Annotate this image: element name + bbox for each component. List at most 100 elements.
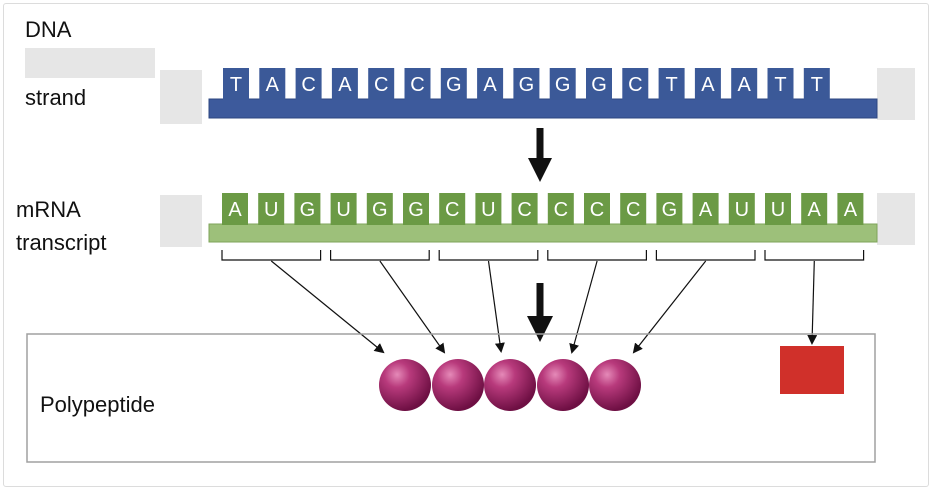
dna-base [549, 68, 576, 100]
mrna-label-line2: transcript [16, 230, 107, 255]
dna-base-letter: A [483, 74, 497, 96]
dna-label-line1: DNA [25, 17, 72, 42]
mrna-base [366, 193, 393, 225]
dna-base-letter: G [555, 74, 571, 96]
mrna-base [475, 193, 502, 225]
dna-base [295, 68, 322, 100]
mrna-backbone [208, 223, 878, 243]
dna-label-line2: strand [25, 85, 87, 110]
dna-base [368, 68, 395, 100]
mrna-base [258, 193, 285, 225]
polypeptide-label: Polypeptide [40, 392, 155, 417]
mrna-base-letter: G [300, 199, 316, 221]
dna-left-blank[interactable] [160, 70, 202, 124]
translation-arrow [527, 283, 553, 342]
dna-base-letter: A [738, 74, 752, 96]
polypeptide-chain [379, 359, 641, 411]
mrna-base [656, 193, 683, 225]
dna-base [477, 68, 504, 100]
mrna-base-letter: C [590, 199, 604, 221]
codon-bracket [547, 250, 647, 261]
mrna-base-letter: U [264, 199, 278, 221]
mrna-base [294, 193, 321, 225]
mrna-base [837, 193, 864, 225]
mrna-right-blank[interactable] [877, 193, 915, 245]
mrna-base [692, 193, 719, 225]
dna-base [223, 68, 249, 100]
dna-base-letter: A [266, 74, 280, 96]
mrna-base [620, 193, 647, 225]
mrna-left-blank[interactable] [160, 195, 202, 247]
dna-base-letter: A [338, 74, 352, 96]
dna-base [513, 68, 540, 100]
dna-base [803, 68, 830, 100]
codon-bracket [221, 250, 322, 261]
codon-arrow [379, 260, 446, 354]
mrna-base-letter: C [626, 199, 640, 221]
dna-base-letter: A [701, 74, 715, 96]
amino-acid-bead [484, 359, 536, 411]
dna-base [767, 68, 794, 100]
codon-arrow [807, 260, 818, 345]
amino-acid-bead [589, 359, 641, 411]
mrna-base [584, 193, 610, 225]
amino-acid-bead [432, 359, 484, 411]
mrna-label-line1: mRNA [16, 197, 81, 222]
mrna-base [547, 193, 574, 225]
dna-backbone [208, 98, 878, 119]
dna-base [404, 68, 431, 100]
mrna-base [765, 193, 791, 225]
codon-arrow [270, 260, 385, 354]
dna-base [440, 68, 467, 100]
mrna-base-letter: A [699, 199, 713, 221]
dna-base [259, 68, 286, 100]
dna-base [586, 68, 612, 100]
mrna-base-letter: G [372, 199, 388, 221]
codon-bracket [438, 250, 539, 261]
dna-base [331, 68, 358, 100]
mrna-base-letter: C [517, 199, 531, 221]
dna-base-letter: C [410, 74, 424, 96]
dna-base [658, 68, 685, 100]
mrna-base-letter: C [445, 199, 459, 221]
dna-base [731, 68, 758, 100]
codon-arrow [569, 260, 598, 354]
transcription-arrow [528, 128, 552, 182]
dna-base-letter: T [811, 74, 823, 96]
mrna-base-letter: U [771, 199, 785, 221]
codon-bracket [655, 250, 756, 261]
dna-blank-box[interactable] [25, 48, 155, 78]
mrna-base [511, 193, 538, 225]
codon-bracket [330, 250, 430, 261]
dna-base-letter: T [230, 74, 242, 96]
mrna-base-letter: U [735, 199, 749, 221]
mrna-base [222, 193, 248, 225]
amino-acid-bead [379, 359, 431, 411]
mrna-base [330, 193, 357, 225]
codon-arrow [632, 260, 707, 354]
dna-base-letter: G [519, 74, 535, 96]
stop-codon-block [780, 346, 844, 394]
mrna-base-letter: A [228, 199, 242, 221]
mrna-base [728, 193, 755, 225]
mrna-base-letter: G [408, 199, 424, 221]
dna-base-letter: T [774, 74, 786, 96]
mrna-base-letter: U [481, 199, 495, 221]
dna-base [622, 68, 649, 100]
dna-base [694, 68, 721, 100]
dna-base-letter: C [628, 74, 642, 96]
mrna-base [439, 193, 466, 225]
mrna-base-letter: C [554, 199, 568, 221]
mrna-base [801, 193, 828, 225]
polypeptide-box [26, 333, 876, 463]
mrna-base-letter: A [844, 199, 858, 221]
dna-base-letter: G [446, 74, 462, 96]
dna-base-letter: G [591, 74, 607, 96]
amino-acid-bead [537, 359, 589, 411]
dna-right-blank[interactable] [877, 68, 915, 120]
dna-base-letter: C [301, 74, 315, 96]
codon-brackets [221, 250, 865, 354]
